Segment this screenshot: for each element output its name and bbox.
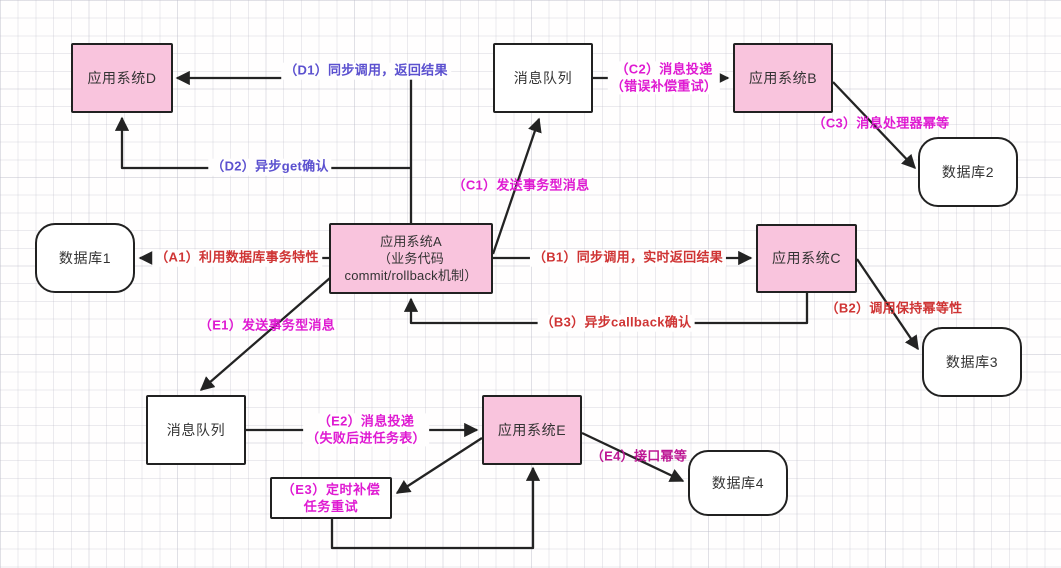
node-db-2-label: 数据库2 [941,163,995,180]
node-db-4-label: 数据库4 [711,474,765,491]
node-app-c-label: 应用系统C [771,250,842,267]
edge-label-d2: （D2）异步get确认 [208,158,332,176]
edge-e-to-e3-arrow [395,437,483,494]
node-app-a: 应用系统A（业务代码 commit/rollback机制） [329,223,493,294]
edge-c3-arrow [832,81,916,170]
node-app-d: 应用系统D [71,43,173,113]
node-queue-bottom: 消息队列 [146,395,246,465]
edge-label-d1: （D1）同步调用，返回结果 [281,62,451,80]
edge-label-c1: （C1）发送事务型消息 [453,178,590,195]
edge-label-c2: （C2）消息投递（错误补偿重试） [607,61,721,95]
edge-label-b1: （B1）同步调用，实时返回结果 [529,249,727,267]
edge-b2-arrow [856,258,919,351]
edge-e1-arrow [199,277,331,391]
node-note-e3: （E3）定时补偿任务重试 [270,477,392,519]
edge-label-d2-text: （D2）异步get确认 [211,158,329,174]
edge-label-e4-text: （E4）接口幂等 [590,448,688,464]
node-queue-bottom-label: 消息队列 [166,421,226,438]
edge-label-b3-text: （B3）异步callback确认 [540,314,692,330]
node-queue-top-label: 消息队列 [513,69,573,86]
edge-label-c2-text: （错误补偿重试） [610,78,718,93]
edge-e4-arrow [581,431,685,483]
node-queue-top: 消息队列 [493,43,593,113]
edge-label-e2-text: （E2）消息投递 [317,413,415,429]
node-note-e3-label: （E3）定时补偿 [281,481,381,497]
node-app-c: 应用系统C [756,224,857,293]
edge-label-e2: （E2）消息投递（失败后进任务表） [303,413,429,447]
edge-label-b1-text: （B1）同步调用，实时返回结果 [532,249,724,265]
edge-label-e1: （E1）发送事务型消息 [199,318,335,335]
edge-label-c1-text: （C1）发送事务型消息 [452,177,590,193]
edge-label-b2: （B2）调用保持幂等性 [826,301,963,318]
node-db-3-label: 数据库3 [945,353,999,370]
edge-label-e2-text: （失败后进任务表） [306,430,426,445]
edge-label-c3: （C3）消息处理器幂等 [813,116,950,133]
node-app-b-label: 应用系统B [748,69,818,86]
edge-label-c3-text: （C3）消息处理器幂等 [812,115,950,131]
edge-label-e1-text: （E1）发送事务型消息 [198,317,336,333]
node-db-4: 数据库4 [688,450,788,516]
node-app-a-label: commit/rollback机制） [344,268,478,284]
edge-label-a1-text: （A1）利用数据库事务特性 [155,249,319,265]
node-app-b: 应用系统B [733,43,833,113]
edge-label-e4: （E4）接口幂等 [591,449,687,466]
edge-label-c2-text: （C2）消息投递 [615,61,713,77]
edge-e3-loop-arrow [330,466,541,550]
edge-label-a1: （A1）利用数据库事务特性 [152,249,322,267]
node-db-3: 数据库3 [922,327,1022,397]
node-app-a-label: （业务代码 [377,250,444,266]
node-db-1-label: 数据库1 [58,249,112,266]
edge-c1-arrow [491,117,542,255]
edge-d1-arrow [175,70,413,223]
node-db-1: 数据库1 [35,223,135,293]
edge-label-d1-text: （D1）同步调用，返回结果 [284,62,448,78]
node-app-e: 应用系统E [482,395,582,465]
node-note-e3-label: 任务重试 [303,499,359,514]
node-app-e-label: 应用系统E [497,421,567,438]
node-app-d-label: 应用系统D [87,69,157,86]
node-app-a-label: 应用系统A [380,233,442,249]
edge-label-b2-text: （B2）调用保持幂等性 [825,300,963,316]
edge-label-b3: （B3）异步callback确认 [537,314,695,332]
node-db-2: 数据库2 [918,137,1018,207]
